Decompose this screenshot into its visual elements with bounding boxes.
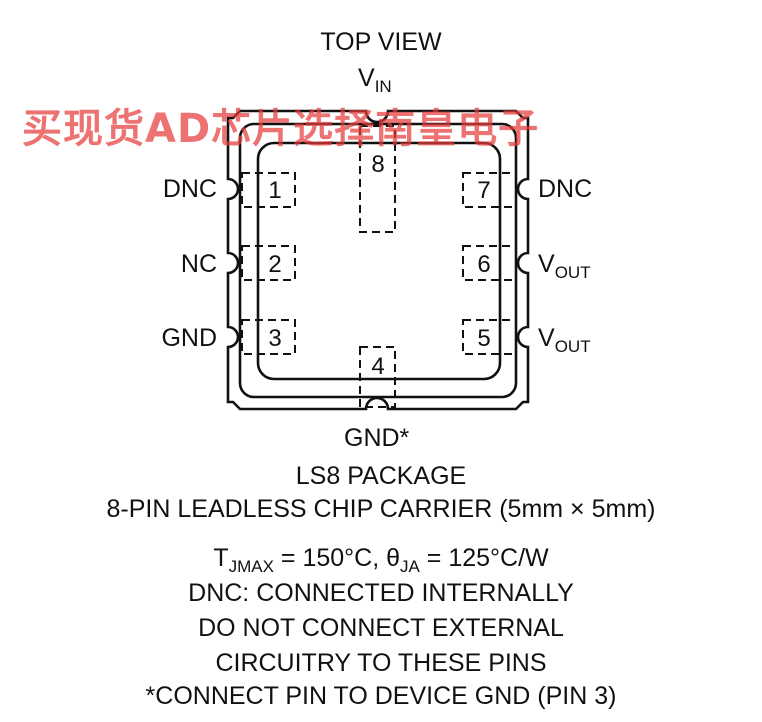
pin-number-5: 5 xyxy=(477,325,490,352)
pin-label-5: VOUT xyxy=(538,324,591,356)
pad-7 xyxy=(462,172,517,208)
note-line-2: DO NOT CONNECT EXTERNAL xyxy=(198,614,564,642)
note-line-1: DNC: CONNECTED INTERNALLY xyxy=(188,579,574,607)
pin-number-7: 7 xyxy=(477,177,490,204)
pin-label-2: NC xyxy=(180,250,217,278)
pin-label-6: VOUT xyxy=(538,250,591,282)
pin-label-7: DNC xyxy=(538,175,593,203)
pin-number-2: 2 xyxy=(268,251,281,278)
pin-number-3: 3 xyxy=(268,325,281,352)
pin-number-8: 8 xyxy=(371,151,384,178)
pad-2 xyxy=(241,245,296,281)
pin-label-3: GND xyxy=(161,324,217,352)
watermark-text: 买现货AD芯片选择南皇电子 xyxy=(22,106,540,152)
pin-label-4: GND* xyxy=(344,424,410,452)
pad-1 xyxy=(241,172,296,208)
pin-label-5-sub: OUT xyxy=(554,337,591,356)
pin-label-1: DNC xyxy=(162,175,217,203)
pin-label-vin: VIN xyxy=(358,64,392,96)
pad-4 xyxy=(359,346,396,408)
pin-number-4: 4 xyxy=(371,353,384,380)
thermal-t-sub: JMAX xyxy=(228,557,274,576)
note-line-4: *CONNECT PIN TO DEVICE GND (PIN 3) xyxy=(145,682,617,710)
pad-5 xyxy=(462,319,517,355)
thermal-t: T xyxy=(213,544,229,572)
package-name: LS8 PACKAGE xyxy=(295,462,467,490)
package-description: 8-PIN LEADLESS CHIP CARRIER (5mm × 5mm) xyxy=(106,495,656,523)
view-title: TOP VIEW xyxy=(320,28,442,56)
die-pad xyxy=(256,141,502,381)
pin-label-6-sub: OUT xyxy=(554,263,591,282)
pad-3 xyxy=(241,319,296,355)
pin-label-6-main: V xyxy=(538,250,555,278)
pin-number-1: 1 xyxy=(268,177,281,204)
thermal-theta-sub: JA xyxy=(400,557,420,576)
thermal-spec: TJMAX = 150°C, θJA = 125°C/W xyxy=(0,544,762,576)
pad-6 xyxy=(462,245,517,281)
pin-label-5-main: V xyxy=(538,324,555,352)
pin-number-6: 6 xyxy=(477,251,490,278)
thermal-mid: = 150°C, θ xyxy=(273,544,401,572)
pin-label-vin-main: V xyxy=(358,64,375,92)
note-line-3: CIRCUITRY TO THESE PINS xyxy=(215,649,547,677)
pin-label-vin-sub: IN xyxy=(374,77,392,96)
pad-8 xyxy=(359,125,396,233)
thermal-end: = 125°C/W xyxy=(419,544,549,572)
package-outer-edge xyxy=(226,109,530,411)
